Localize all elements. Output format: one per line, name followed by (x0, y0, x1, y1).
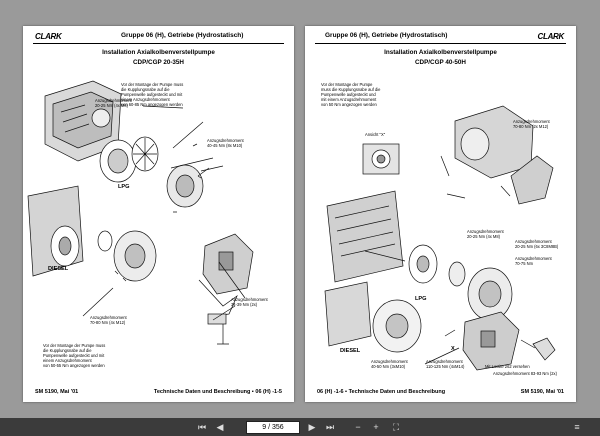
footer-left: 06 (H) -1-6 ▪ Technische Daten und Besch… (317, 389, 446, 395)
page-title: Installation Axialkolbenverstellpumpe (102, 49, 215, 56)
view-x-marker: X (451, 346, 455, 352)
clark-logo: CLARK (537, 32, 565, 41)
left-document-page: CLARK Gruppe 06 (H), Getriebe (Hydrostat… (23, 26, 294, 402)
footer-right: Technische Daten und Beschreibung ▪ 06 (… (153, 389, 282, 395)
last-page-icon[interactable]: ⏭ (325, 422, 335, 432)
footer-left: SM 5190, Mai '01 (35, 389, 79, 395)
header-rule (315, 43, 566, 44)
exploded-assembly-drawing (27, 80, 254, 345)
zoom-in-icon[interactable]: + (373, 422, 379, 432)
next-page-icon[interactable]: ▶ (308, 422, 316, 432)
menu-icon[interactable]: ≡ (574, 422, 580, 432)
viewer-toolbar: ⏮ ◀ 9 / 356 ▶ ⏭ − + ⛶ ≡ (0, 418, 600, 436)
first-page-icon[interactable]: ⏮ (197, 422, 207, 432)
view-x-label: Ansicht "X" (365, 132, 386, 137)
page-subtitle: CDP/CGP 20-35H (133, 59, 184, 66)
label-diesel: DIESEL (340, 348, 361, 354)
zoom-out-icon[interactable]: − (355, 422, 361, 432)
page-header: Gruppe 06 (H), Getriebe (Hydrostatisch) (325, 32, 448, 39)
header-rule (33, 43, 284, 44)
page-number-input[interactable]: 9 / 356 (246, 421, 300, 434)
clark-logo: CLARK (35, 32, 62, 41)
label-lpg: LPG (118, 184, 130, 190)
loctite-note: Mit Loctite 262 versehen (485, 364, 530, 369)
exploded-assembly-drawing (324, 105, 556, 371)
label-diesel: DIESEL (48, 266, 69, 272)
prev-page-icon[interactable]: ◀ (216, 422, 224, 432)
page-header: Gruppe 06 (H), Getriebe (Hydrostatisch) (121, 32, 244, 39)
label-lpg: LPG (415, 296, 427, 302)
fit-page-icon[interactable]: ⛶ (392, 422, 400, 432)
torque-label-7: Anzugsdrehmoment 83-93 Nm (2x) (493, 371, 557, 376)
page-subtitle: CDP/CGP 40-50H (415, 59, 466, 66)
footer-right: SM 5190, Mai '01 (520, 389, 564, 395)
page-title: Installation Axialkolbenverstellpumpe (384, 49, 497, 56)
right-document-page: Gruppe 06 (H), Getriebe (Hydrostatisch) … (305, 26, 576, 402)
